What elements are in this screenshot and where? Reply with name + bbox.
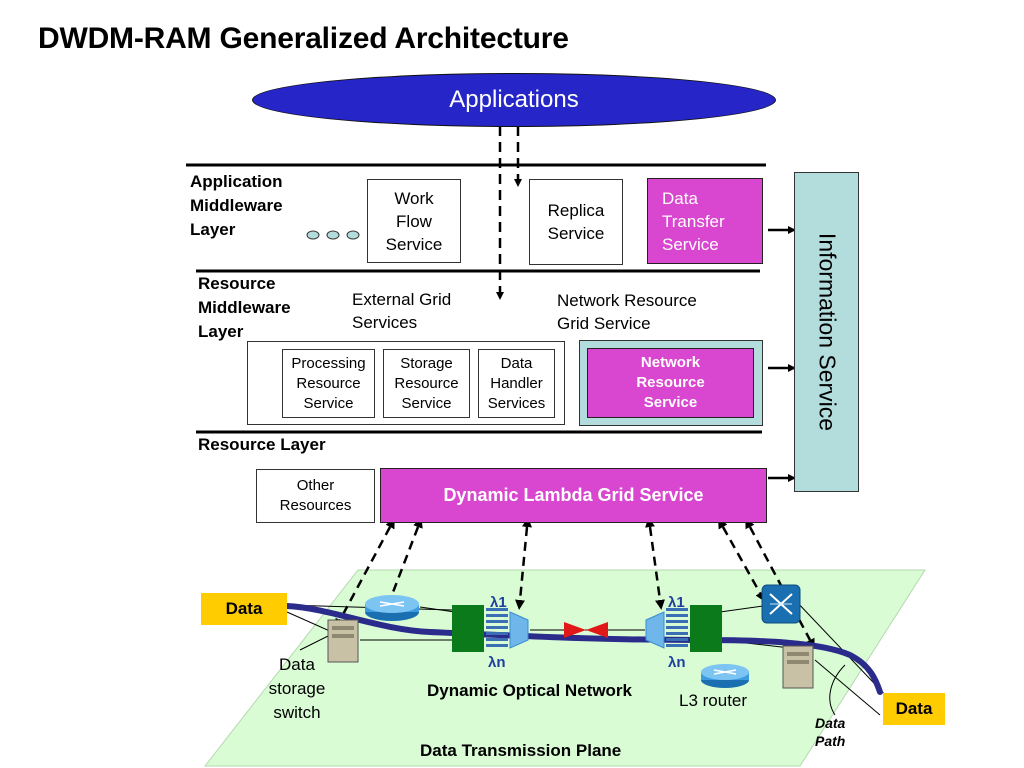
wdm-mux-left (486, 608, 508, 647)
other-resources-box: Other Resources (256, 469, 375, 523)
wdm-mux-right (666, 608, 688, 647)
lambda-1-left-label: λ1 (490, 594, 507, 611)
data-handler-services-box: Data Handler Services (478, 349, 555, 418)
optical-demux-icon (645, 611, 665, 649)
external-grid-services-label: External Grid Services (352, 290, 452, 332)
data-storage-switch-label: Data storage switch (268, 655, 326, 722)
processing-resource-service-box: Processing Resource Service (282, 349, 375, 418)
l3-router-label: L3 router (679, 691, 748, 710)
data-path-label: Data Path (815, 715, 846, 749)
optical-switch-icon (690, 605, 722, 652)
router-icon (701, 664, 749, 688)
network-resource-grid-service-label: Network Resource Grid Service (557, 291, 697, 333)
work-flow-service-box: Work Flow Service (367, 179, 461, 263)
data-source-label: Data (201, 593, 287, 625)
dynamic-lambda-grid-service-box: Dynamic Lambda Grid Service (380, 468, 767, 523)
server-icon (782, 645, 814, 689)
page-title: DWDM-RAM Generalized Architecture (38, 22, 569, 55)
layer-label-app-middleware: Application Middleware Layer (190, 172, 283, 239)
lambda-n-right-label: λn (668, 654, 686, 671)
lambda-1-right-label: λ1 (668, 594, 685, 611)
lambda-n-left-label: λn (488, 654, 506, 671)
storage-resource-service-box: Storage Resource Service (383, 349, 470, 418)
router-icon (365, 595, 419, 621)
dynamic-optical-network-label: Dynamic Optical Network (427, 681, 633, 700)
data-transmission-plane-label: Data Transmission Plane (420, 741, 622, 760)
optical-amplifier-icon (564, 622, 586, 638)
replica-service-box: Replica Service (529, 179, 623, 265)
lambda-control-arrows (335, 517, 815, 649)
information-service-box: Information Service (794, 172, 859, 492)
layer-label-resource-middleware: Resource Middleware Layer (198, 274, 291, 341)
applications-label: Applications (449, 86, 579, 113)
optical-switch-icon (452, 605, 484, 652)
data-transfer-service-box: Data Transfer Service (647, 178, 763, 264)
information-service-label: Information Service (814, 232, 840, 432)
network-resource-service-box: Network Resource Service (587, 348, 754, 418)
data-destination-label: Data (883, 693, 945, 725)
ellipsis-icon (306, 230, 360, 240)
optical-mux-icon (509, 611, 529, 649)
server-icon (327, 619, 359, 663)
crossconnect-icon (761, 584, 801, 624)
applications-ellipse: Applications (252, 73, 776, 127)
layer-label-resource: Resource Layer (198, 435, 326, 454)
data-path-line (284, 603, 883, 695)
